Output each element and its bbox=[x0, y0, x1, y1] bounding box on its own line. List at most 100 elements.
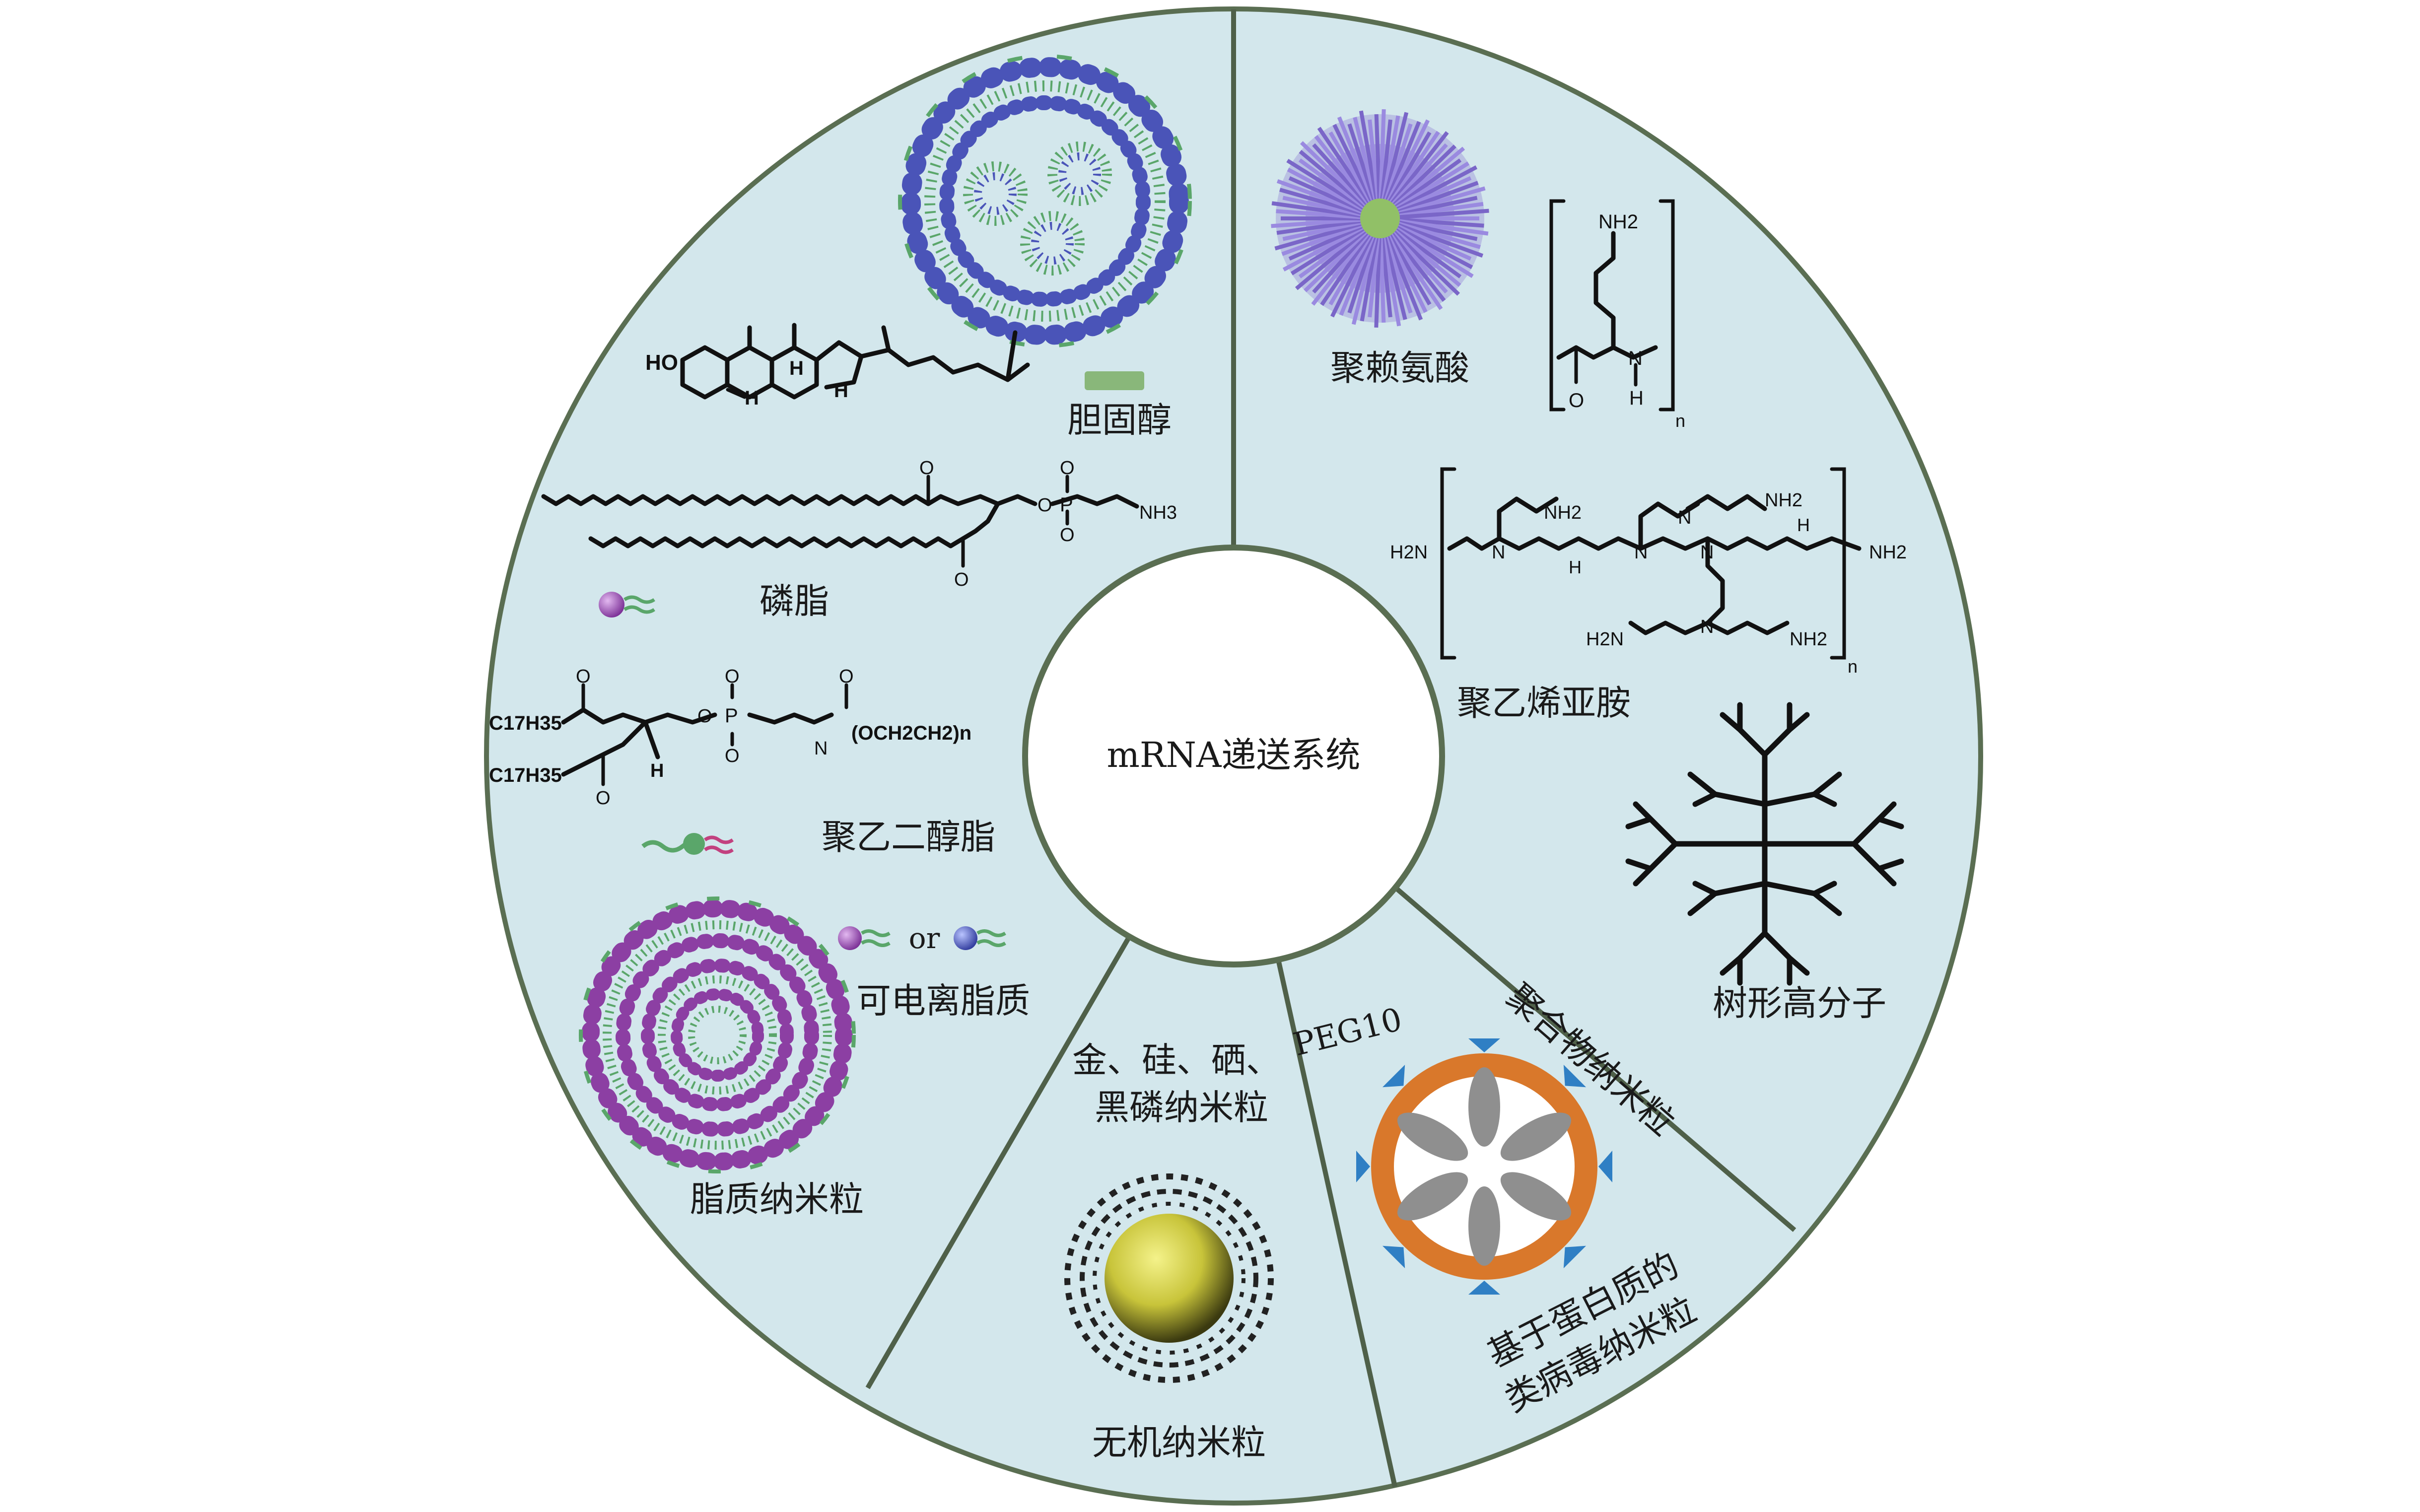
polylysine-strand bbox=[1282, 220, 1361, 241]
polylysine-strand bbox=[1395, 228, 1462, 278]
polylysine-strand bbox=[1379, 238, 1386, 323]
inorganic-materials-line1: 金、硅、硒、 bbox=[1072, 1040, 1281, 1081]
polylysine-strand bbox=[1380, 119, 1392, 199]
polylysine-strand bbox=[1299, 149, 1366, 207]
polylysine-strand bbox=[1390, 233, 1446, 302]
polylysine-strand bbox=[1399, 196, 1478, 216]
polylysine-strand bbox=[1328, 234, 1372, 306]
polylysine-brush-icon bbox=[1271, 109, 1489, 328]
pei-n2: N bbox=[1634, 542, 1648, 563]
polylysine-strand bbox=[1276, 209, 1361, 219]
polylysine-strand bbox=[1395, 161, 1470, 210]
polylysine-strand bbox=[1274, 222, 1362, 251]
polylysine-strand bbox=[1271, 201, 1361, 218]
polylysine-strand bbox=[1282, 196, 1361, 216]
polylysine-strand bbox=[1395, 158, 1462, 208]
polylysine-strand bbox=[1399, 220, 1478, 241]
center-circle bbox=[1022, 545, 1445, 967]
inorganic-sector: 金、硅、硒、 黑磷纳米粒 无机纳米粒 bbox=[1064, 1040, 1281, 1463]
polylysine-strand bbox=[1390, 131, 1449, 204]
pei-n5: N bbox=[1700, 617, 1714, 637]
polylysine-strand bbox=[1374, 238, 1382, 328]
polylysine-strand bbox=[1384, 236, 1413, 314]
center-label: mRNA递送系统 bbox=[1107, 735, 1361, 775]
pei-h1: H bbox=[1569, 557, 1582, 577]
cholesterol-structure: HO H H H bbox=[645, 323, 1030, 409]
cholesterol-ho: HO bbox=[645, 350, 678, 375]
polylysine-strand bbox=[1286, 159, 1365, 210]
polylysine-strand bbox=[1360, 237, 1379, 322]
cholesterol-h3: H bbox=[834, 380, 848, 402]
cholesterol-label: 胆固醇 bbox=[1067, 400, 1172, 440]
lnp-bottom-icon bbox=[579, 896, 856, 1173]
polylysine-strand bbox=[1320, 233, 1371, 306]
polylysine-strand bbox=[1312, 143, 1369, 205]
pei-nh2-right: NH2 bbox=[1869, 542, 1907, 563]
pei-label: 聚乙烯亚胺 bbox=[1457, 683, 1631, 723]
peg-p: P bbox=[725, 705, 738, 727]
polylysine-strand bbox=[1399, 217, 1484, 228]
peg-lipid-label: 聚乙二醇脂 bbox=[822, 817, 995, 857]
peg-o6: O bbox=[839, 666, 854, 687]
phospholipid-icon bbox=[599, 592, 655, 618]
polylysine-strand bbox=[1368, 119, 1380, 199]
cholesterol-icon bbox=[1085, 371, 1144, 390]
polylysine-o: O bbox=[1569, 390, 1584, 412]
peg-o3: O bbox=[697, 706, 712, 727]
lipid-sector-title: 脂质纳米粒 bbox=[690, 1179, 864, 1220]
polylysine-strand bbox=[1398, 223, 1484, 258]
ionizable-or-text: or bbox=[909, 921, 940, 955]
polylysine-strand bbox=[1388, 131, 1432, 203]
polylysine-strand bbox=[1353, 117, 1378, 200]
polylysine-strand bbox=[1394, 146, 1465, 207]
polylysine-strand bbox=[1351, 237, 1378, 325]
polylysine-strand bbox=[1281, 223, 1362, 256]
polylysine-h: H bbox=[1629, 387, 1644, 409]
polylysine-strand bbox=[1389, 233, 1443, 310]
peg-lipid-structure: C17H35 C17H35 O O H O P O O N O (OCH2CH2… bbox=[489, 666, 971, 809]
polylysine-strand bbox=[1359, 110, 1379, 200]
peg-lipid-icon bbox=[641, 833, 734, 855]
phospholipid-o2: O bbox=[954, 569, 969, 590]
polylysine-strand bbox=[1380, 238, 1392, 318]
phospholipid-p: P bbox=[1060, 494, 1073, 516]
polylysine-strand bbox=[1385, 236, 1423, 321]
inorganic-sector-title: 无机纳米粒 bbox=[1092, 1422, 1266, 1463]
peg-c17h35-1: C17H35 bbox=[489, 712, 562, 734]
phospholipid-o1: O bbox=[919, 458, 934, 479]
pei-h2n-left: H2N bbox=[1390, 542, 1428, 563]
pei-nh2-top2: NH2 bbox=[1765, 490, 1802, 511]
polylysine-strand bbox=[1386, 235, 1428, 313]
polylysine-strand bbox=[1374, 114, 1382, 199]
polylysine-strand bbox=[1312, 232, 1369, 294]
polylysine-strand bbox=[1282, 226, 1364, 272]
phospholipid-o3: O bbox=[1037, 495, 1052, 516]
polylysine-strand bbox=[1271, 217, 1361, 228]
pei-nh2-bottom: NH2 bbox=[1790, 629, 1827, 650]
pei-n-sub: n bbox=[1848, 656, 1858, 677]
polylysine-strand bbox=[1394, 229, 1461, 287]
peg-o1: O bbox=[576, 666, 591, 687]
polylysine-strand bbox=[1391, 232, 1448, 294]
phospholipid-o4: O bbox=[1060, 458, 1075, 479]
polylysine-strand bbox=[1396, 226, 1473, 270]
peg-chain: (OCH2CH2)n bbox=[851, 722, 971, 744]
polylysine-strand bbox=[1276, 179, 1362, 214]
polylysine-strand bbox=[1368, 238, 1380, 318]
pei-n3: N bbox=[1678, 507, 1691, 528]
pei-n1: N bbox=[1492, 542, 1505, 563]
ionizable-lipid-icon-purple bbox=[838, 926, 891, 950]
peg-o2: O bbox=[596, 788, 611, 809]
polylysine-strand bbox=[1389, 131, 1440, 204]
pei-n4: N bbox=[1700, 542, 1714, 563]
peg-c17h35-2: C17H35 bbox=[489, 764, 562, 786]
polylysine-strand bbox=[1347, 123, 1376, 201]
polylysine-strand bbox=[1347, 236, 1376, 314]
pei-h2: H bbox=[1797, 515, 1810, 535]
cholesterol-h1: H bbox=[745, 387, 759, 409]
polylysine-strand bbox=[1399, 219, 1489, 236]
polylysine-strand bbox=[1295, 229, 1366, 290]
polylysine-strand bbox=[1328, 131, 1372, 203]
polylysine-strand bbox=[1388, 234, 1432, 306]
ionizable-lipid-icon-blue bbox=[954, 926, 1006, 950]
